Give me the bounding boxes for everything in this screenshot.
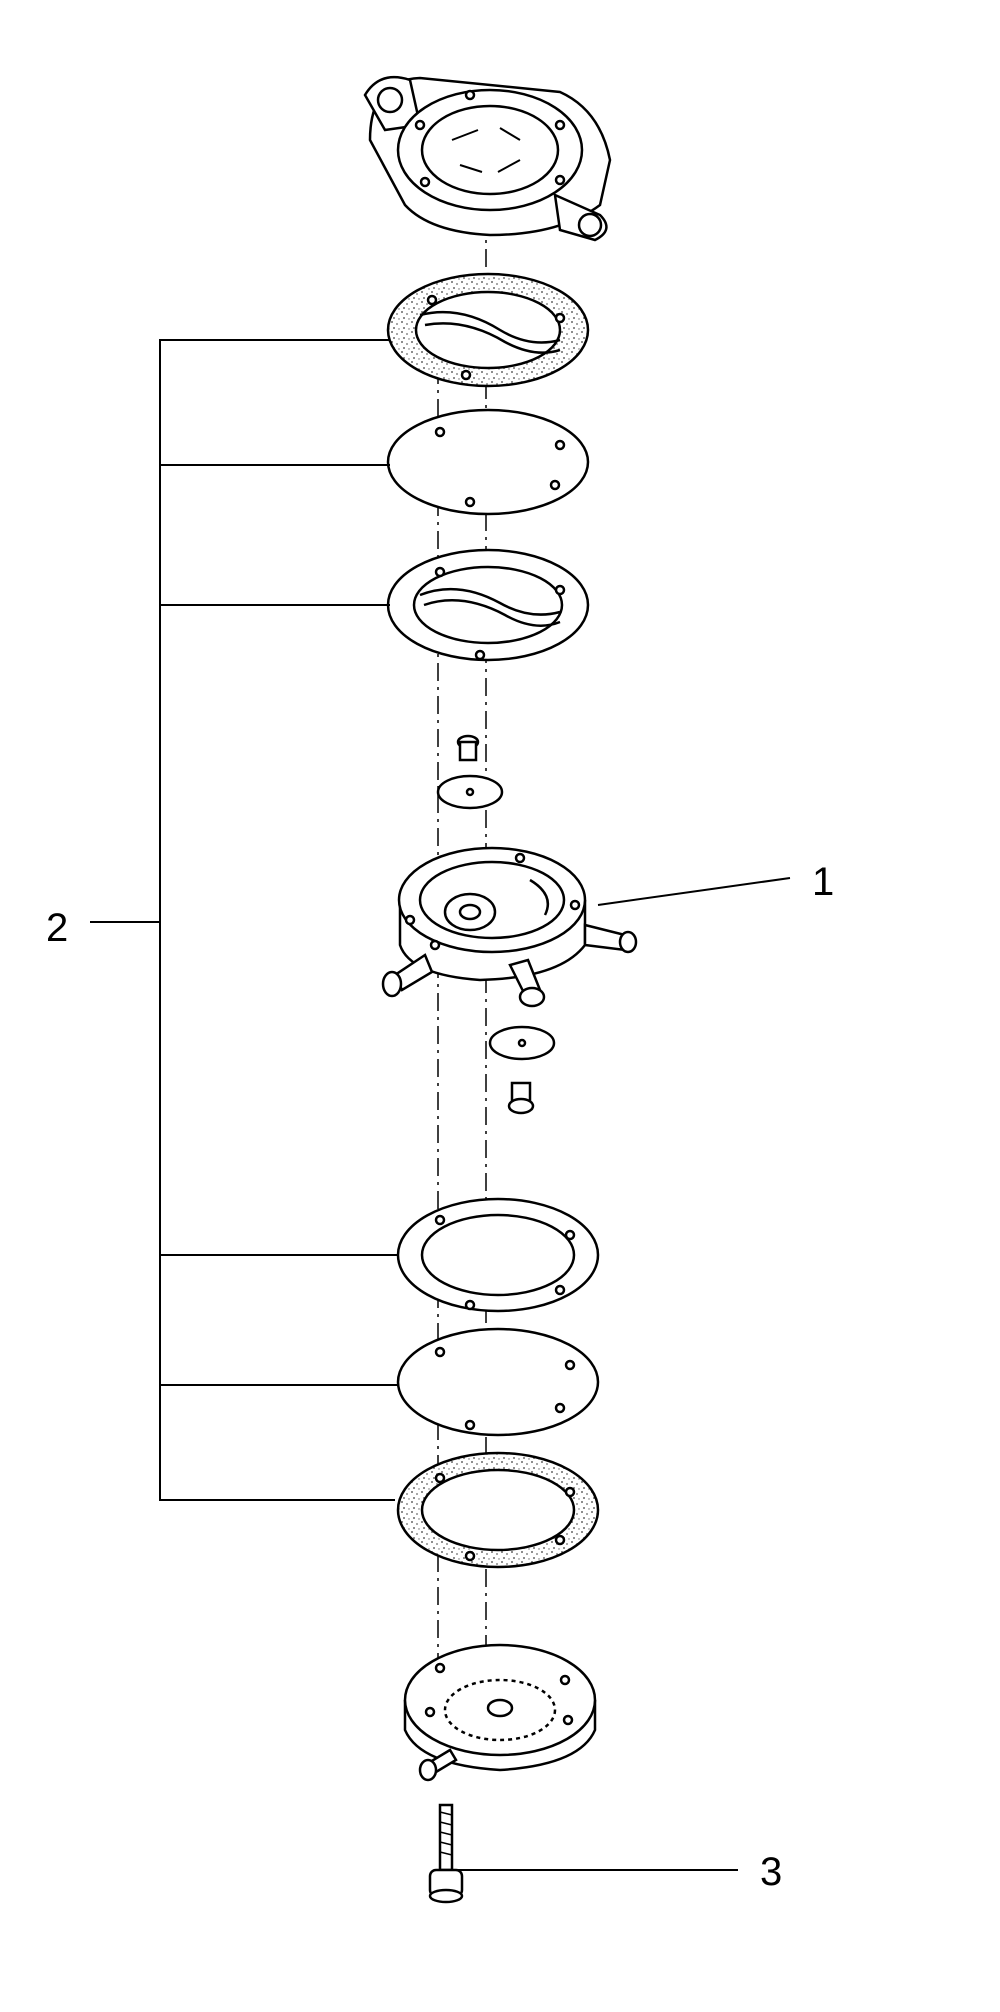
- bracket-2: [90, 339, 398, 1501]
- upper-valve-washer: [436, 774, 504, 810]
- gasket-lower-speckled: [396, 1451, 600, 1569]
- top-cover: [363, 75, 612, 242]
- gasket-lower-plain: [396, 1197, 600, 1313]
- lower-valve-washer: [488, 1025, 556, 1061]
- callout-label-3: 3: [760, 1850, 783, 1894]
- pump-body: [381, 846, 638, 1008]
- leader-line-1: [597, 877, 791, 906]
- gasket-upper-plain: [386, 548, 590, 662]
- callout-label-1: 1: [812, 860, 835, 904]
- bottom-cover: [403, 1643, 597, 1782]
- mounting-screw: [428, 1803, 464, 1904]
- gasket-upper-speckled: [386, 272, 590, 388]
- diaphragm-upper: [386, 408, 590, 516]
- upper-valve-screw: [456, 734, 480, 762]
- diaphragm-lower: [396, 1327, 600, 1437]
- lower-valve-screw: [507, 1081, 535, 1115]
- callout-label-2: 2: [46, 906, 69, 950]
